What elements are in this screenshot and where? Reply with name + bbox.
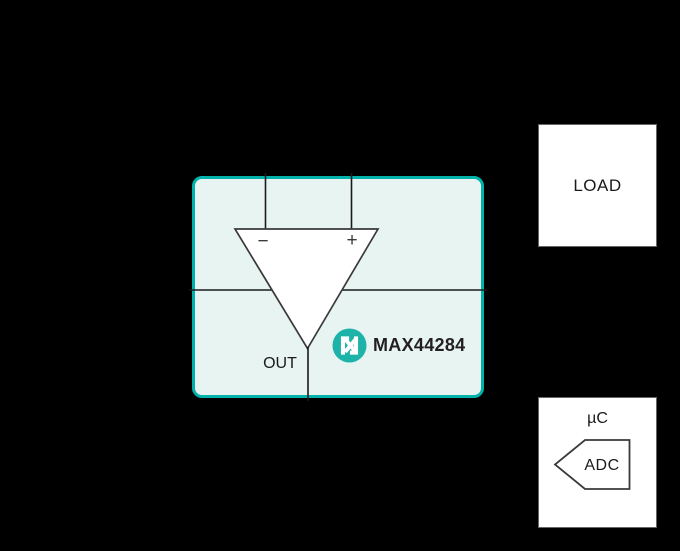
maxim-logo-icon [332, 328, 367, 363]
load-label: LOAD [573, 175, 622, 195]
output-label: OUT [263, 355, 297, 372]
load-block: LOAD [538, 124, 657, 247]
ic-block-max44284 [192, 176, 484, 398]
inverting-input-label: − [257, 231, 269, 252]
adc-label: ADC [584, 457, 620, 474]
part-number: MAX44284 [373, 334, 466, 355]
noninverting-input-label: + [346, 230, 358, 251]
microcontroller-label: µC [587, 410, 608, 427]
